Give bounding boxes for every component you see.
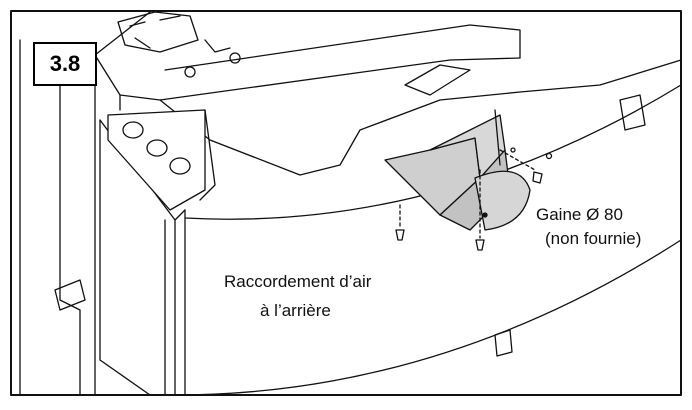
duct-adapter bbox=[384, 109, 531, 231]
top-component bbox=[117, 11, 199, 53]
right-clip bbox=[619, 94, 646, 131]
rear-air-label-line1: Raccordement d’air bbox=[224, 272, 372, 291]
duct-label-line2: (non fournie) bbox=[545, 229, 642, 248]
left-foot bbox=[54, 279, 86, 311]
bolt-head bbox=[184, 66, 196, 78]
back-panel-bottom bbox=[174, 239, 682, 396]
port-holes bbox=[107, 109, 206, 211]
duct-label-line1: Gaine Ø 80 bbox=[536, 205, 623, 224]
screw bbox=[395, 171, 543, 251]
top-cutout bbox=[404, 64, 471, 96]
step-number-box: 3.8 bbox=[33, 42, 97, 86]
figure-frame bbox=[10, 10, 682, 396]
rear-air-label-line2: à l’arrière bbox=[260, 301, 331, 320]
top-shelf-edge bbox=[94, 11, 682, 176]
top-rear-edge bbox=[159, 57, 521, 101]
bolt-head bbox=[229, 52, 241, 64]
top-inner-edge bbox=[164, 24, 521, 71]
